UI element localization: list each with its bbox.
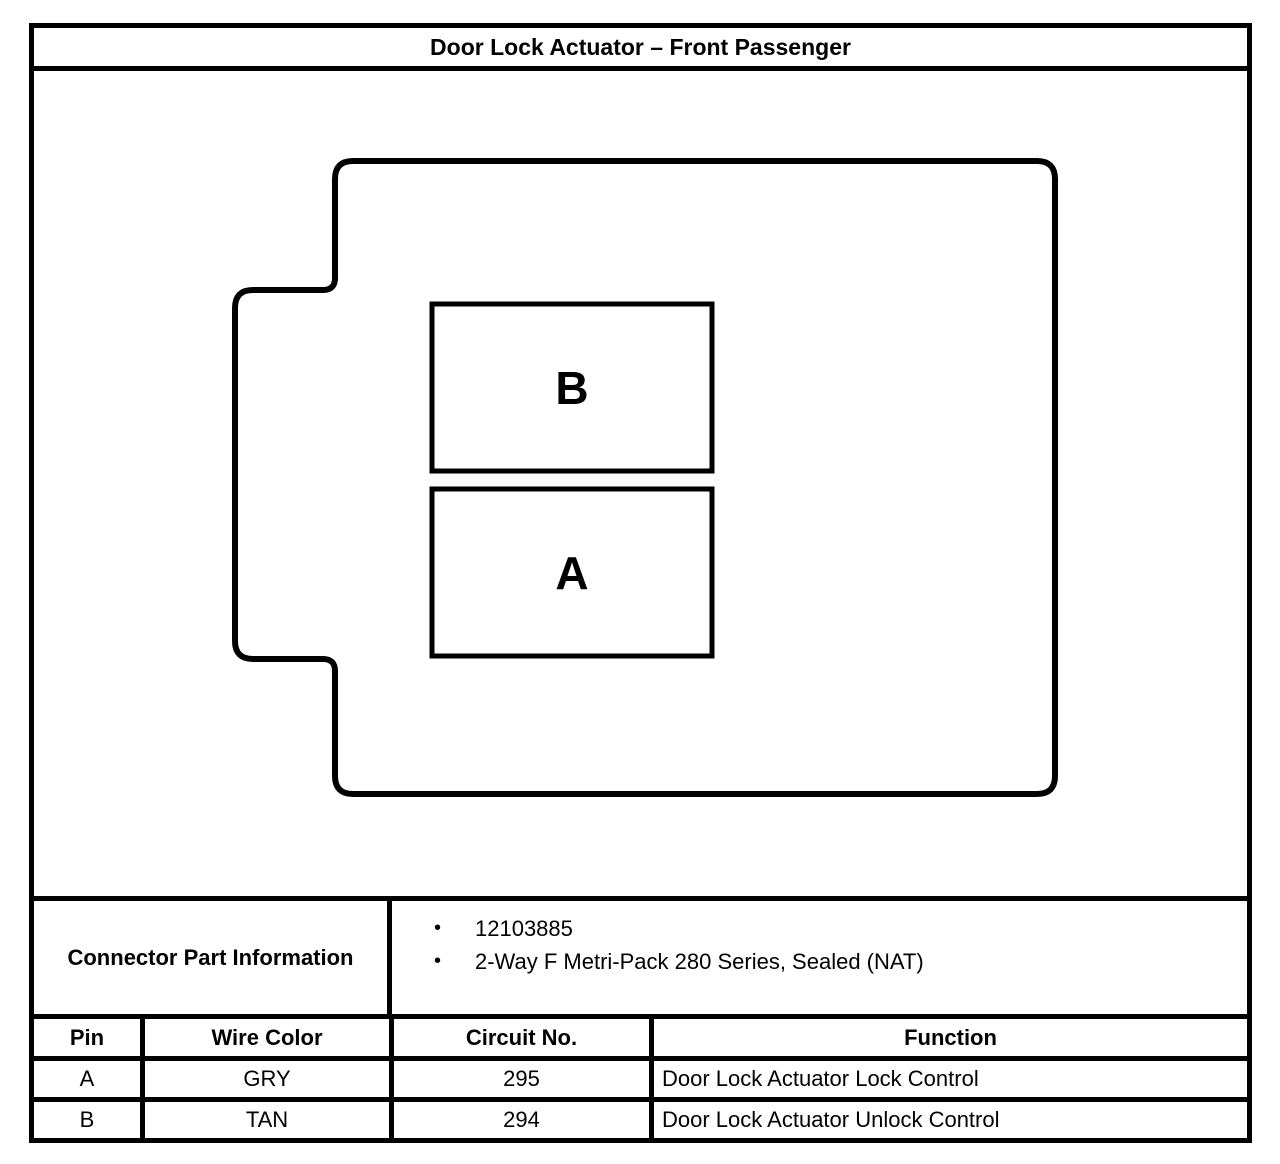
function-value: Door Lock Actuator Lock Control <box>662 1066 979 1091</box>
wire-color-value: GRY <box>145 1061 394 1097</box>
function-column-header: Function <box>904 1024 997 1050</box>
connector-outline-drawing <box>232 158 1058 797</box>
part-info-bullet-list: • 12103885 • 2-Way F Metri-Pack 280 Seri… <box>434 912 1247 978</box>
terminal-a-label: A <box>555 546 589 599</box>
part-number-text: 12103885 <box>475 916 573 941</box>
connector-part-information-content: • 12103885 • 2-Way F Metri-Pack 280 Seri… <box>392 901 1247 1014</box>
bullet-icon: • <box>434 950 442 972</box>
connector-part-information-section: Connector Part Information • 12103885 • … <box>34 901 1247 1019</box>
pin-table-header-row: Pin Wire Color Circuit No. Function <box>34 1019 1247 1061</box>
circuit-no-value: 295 <box>394 1061 654 1097</box>
terminal-a-cavity <box>429 486 715 659</box>
pin-value: B <box>34 1102 145 1138</box>
wire-color-column-header: Wire Color <box>145 1019 394 1056</box>
list-item: • 2-Way F Metri-Pack 280 Series, Sealed … <box>434 945 1247 978</box>
pin-value: A <box>34 1061 145 1097</box>
circuit-no-column-header: Circuit No. <box>394 1019 654 1056</box>
wire-color-value: TAN <box>145 1102 394 1138</box>
connector-pinout-card: Door Lock Actuator – Front Passenger B A… <box>29 23 1252 1143</box>
function-value: Door Lock Actuator Unlock Control <box>662 1107 1000 1132</box>
circuit-no-value: 294 <box>394 1102 654 1138</box>
table-row: A GRY 295 Door Lock Actuator Lock Contro… <box>34 1061 1247 1102</box>
connector-series-text: 2-Way F Metri-Pack 280 Series, Sealed (N… <box>475 949 924 974</box>
terminal-b-cavity <box>429 301 715 474</box>
connector-diagram: B A <box>34 71 1247 901</box>
pin-column-header: Pin <box>34 1019 145 1056</box>
bullet-icon: • <box>434 917 442 939</box>
list-item: • 12103885 <box>434 912 1247 945</box>
connector-body-outline <box>232 158 1058 797</box>
page-title: Door Lock Actuator – Front Passenger <box>34 28 1247 71</box>
terminal-b-label: B <box>555 361 589 414</box>
connector-part-information-label: Connector Part Information <box>34 901 392 1014</box>
table-row: B TAN 294 Door Lock Actuator Unlock Cont… <box>34 1102 1247 1138</box>
